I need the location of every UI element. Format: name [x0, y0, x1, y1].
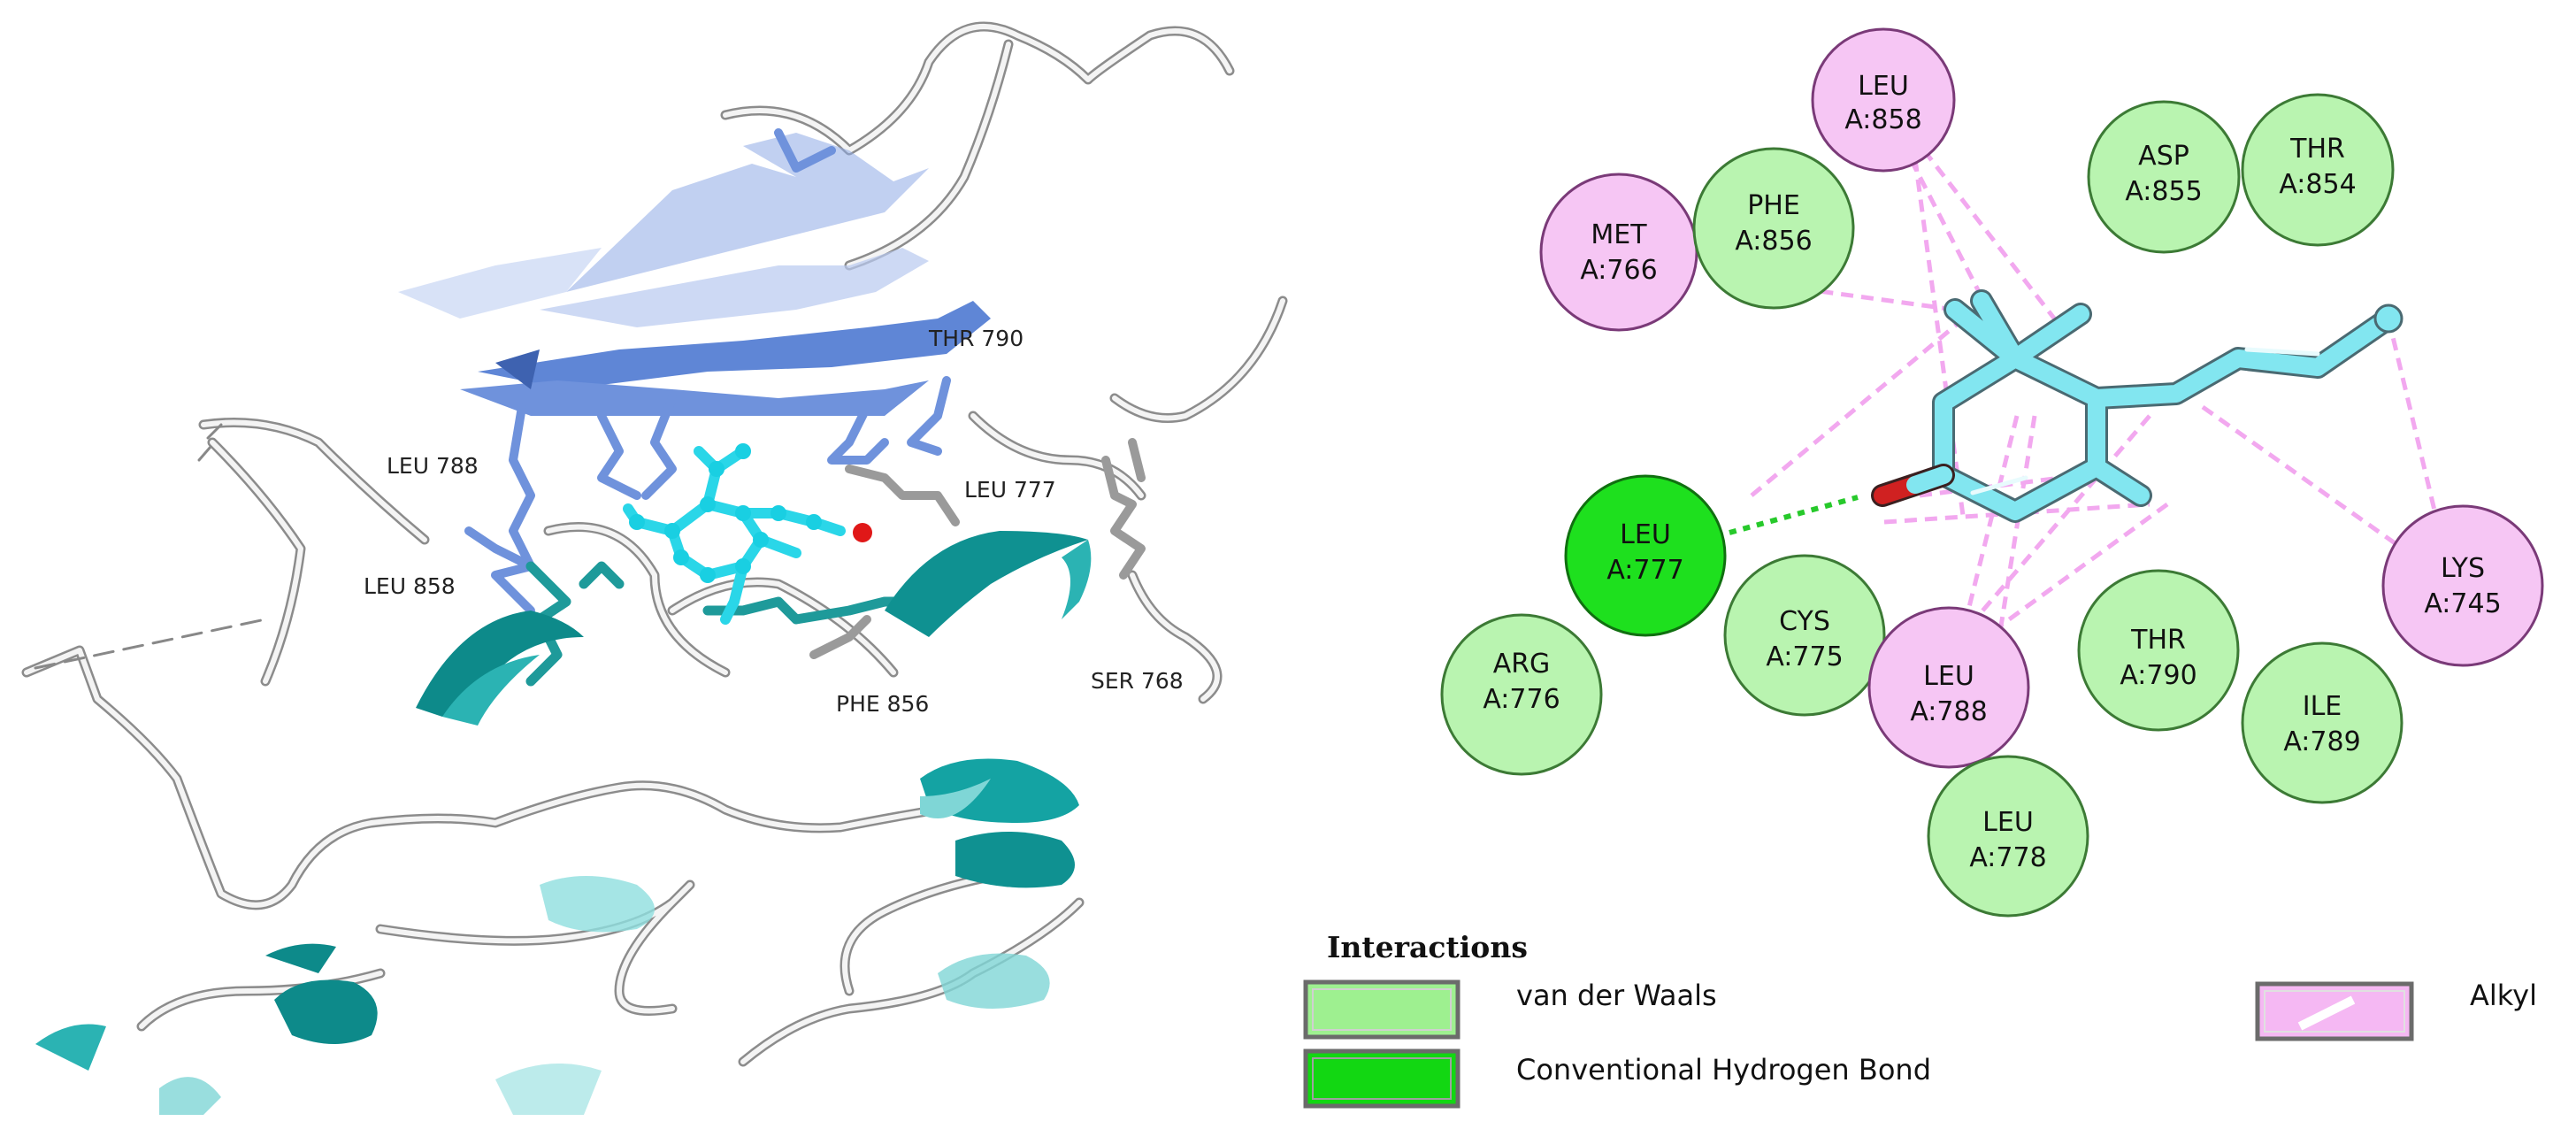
residue-name: LEU: [1982, 807, 2034, 838]
residue-name: LEU: [1620, 519, 1671, 550]
residue-name: THR: [2289, 134, 2345, 165]
residue-position: A:855: [2125, 176, 2202, 207]
legend-item-alkyl: Alkyl: [2255, 979, 2537, 1041]
residue-phe856: PHE A:856: [1692, 147, 1855, 310]
residue-leu788: LEU A:788: [1867, 606, 2030, 769]
residue-leu778: LEU A:778: [1927, 755, 2089, 918]
residue-cys775: CYS A:775: [1723, 554, 1886, 717]
residue-thr790: THR A:790: [2077, 569, 2240, 732]
hydrogen-bond-line: [1729, 495, 1859, 535]
label-leu858: LEU 858: [364, 573, 456, 599]
ligand-2d: [1871, 289, 2404, 523]
residue-position: A:775: [1766, 641, 1843, 672]
residue-position: A:858: [1844, 104, 1921, 135]
legend-label-hbond: Conventional Hydrogen Bond: [1516, 1053, 1931, 1087]
label-ser768: SER 768: [1091, 668, 1184, 694]
residue-name: ASP: [2138, 141, 2189, 172]
residue-position: A:766: [1580, 255, 1657, 286]
beta-sheets: [398, 133, 991, 416]
residue-position: A:788: [1910, 696, 1987, 727]
ligand-3d: [623, 443, 872, 625]
residue-thr854: THR A:854: [2241, 93, 2395, 247]
legend-item-hbond: Conventional Hydrogen Bond: [1303, 1048, 1931, 1109]
label-leu777: LEU 777: [964, 477, 1056, 503]
label-phe856: PHE 856: [836, 691, 929, 717]
protein-coils: [21, 21, 1288, 1067]
protein-residue-labels: THR 790 LEU 788 LEU 777 LEU 858 PHE 856 …: [364, 326, 1184, 717]
residue-name: PHE: [1747, 190, 1800, 221]
residue-name: LEU: [1858, 71, 1909, 102]
residue-leu777: LEU A:777: [1564, 474, 1727, 637]
residue-name: ARG: [1493, 649, 1551, 680]
residue-name: ILE: [2303, 691, 2342, 722]
residue-position: A:790: [2120, 660, 2196, 691]
side-chains: [464, 128, 1146, 687]
residue-position: A:789: [2283, 726, 2360, 757]
residue-nodes: LEU A:858 ASP A:855 THR A:854 MET A:766 …: [1440, 27, 2544, 918]
residue-name: LYS: [2441, 553, 2485, 584]
interaction-diagram: LEU A:858 ASP A:855 THR A:854 MET A:766 …: [1440, 27, 2544, 918]
legend-title: Interactions: [1327, 930, 1528, 964]
residue-position: A:856: [1735, 226, 1812, 257]
residue-met766: MET A:766: [1539, 173, 1698, 332]
legend-swatch-hbond: [1303, 1048, 1460, 1109]
label-leu788: LEU 788: [387, 453, 479, 479]
residue-name: THR: [2130, 625, 2186, 656]
residue-arg776: ARG A:776: [1440, 613, 1603, 776]
residue-name: CYS: [1779, 606, 1830, 637]
legend: Interactions van der Waals Conventional …: [1303, 930, 2537, 1109]
legend-label-vdw: van der Waals: [1516, 979, 1717, 1012]
label-thr790: THR 790: [928, 326, 1024, 351]
residue-leu858: LEU A:858: [1811, 27, 1956, 173]
residue-ile789: ILE A:789: [2241, 641, 2404, 804]
residue-asp855: ASP A:855: [2087, 100, 2241, 254]
residue-position: A:777: [1606, 555, 1683, 586]
legend-swatch-vdw: [1303, 979, 1460, 1040]
legend-label-alkyl: Alkyl: [2470, 979, 2537, 1012]
protein-3d-view: THR 790 LEU 788 LEU 777 LEU 858 PHE 856 …: [21, 21, 1288, 1115]
residue-position: A:854: [2279, 169, 2356, 200]
residue-position: A:776: [1483, 684, 1560, 715]
residue-name: MET: [1591, 219, 1647, 250]
residue-name: LEU: [1923, 661, 1974, 692]
residue-position: A:745: [2424, 588, 2501, 619]
residue-lys745: LYS A:745: [2381, 504, 2544, 667]
alpha-helices: [35, 531, 1092, 1115]
legend-item-vdw: van der Waals: [1303, 979, 1717, 1040]
residue-position: A:778: [1969, 842, 2046, 873]
